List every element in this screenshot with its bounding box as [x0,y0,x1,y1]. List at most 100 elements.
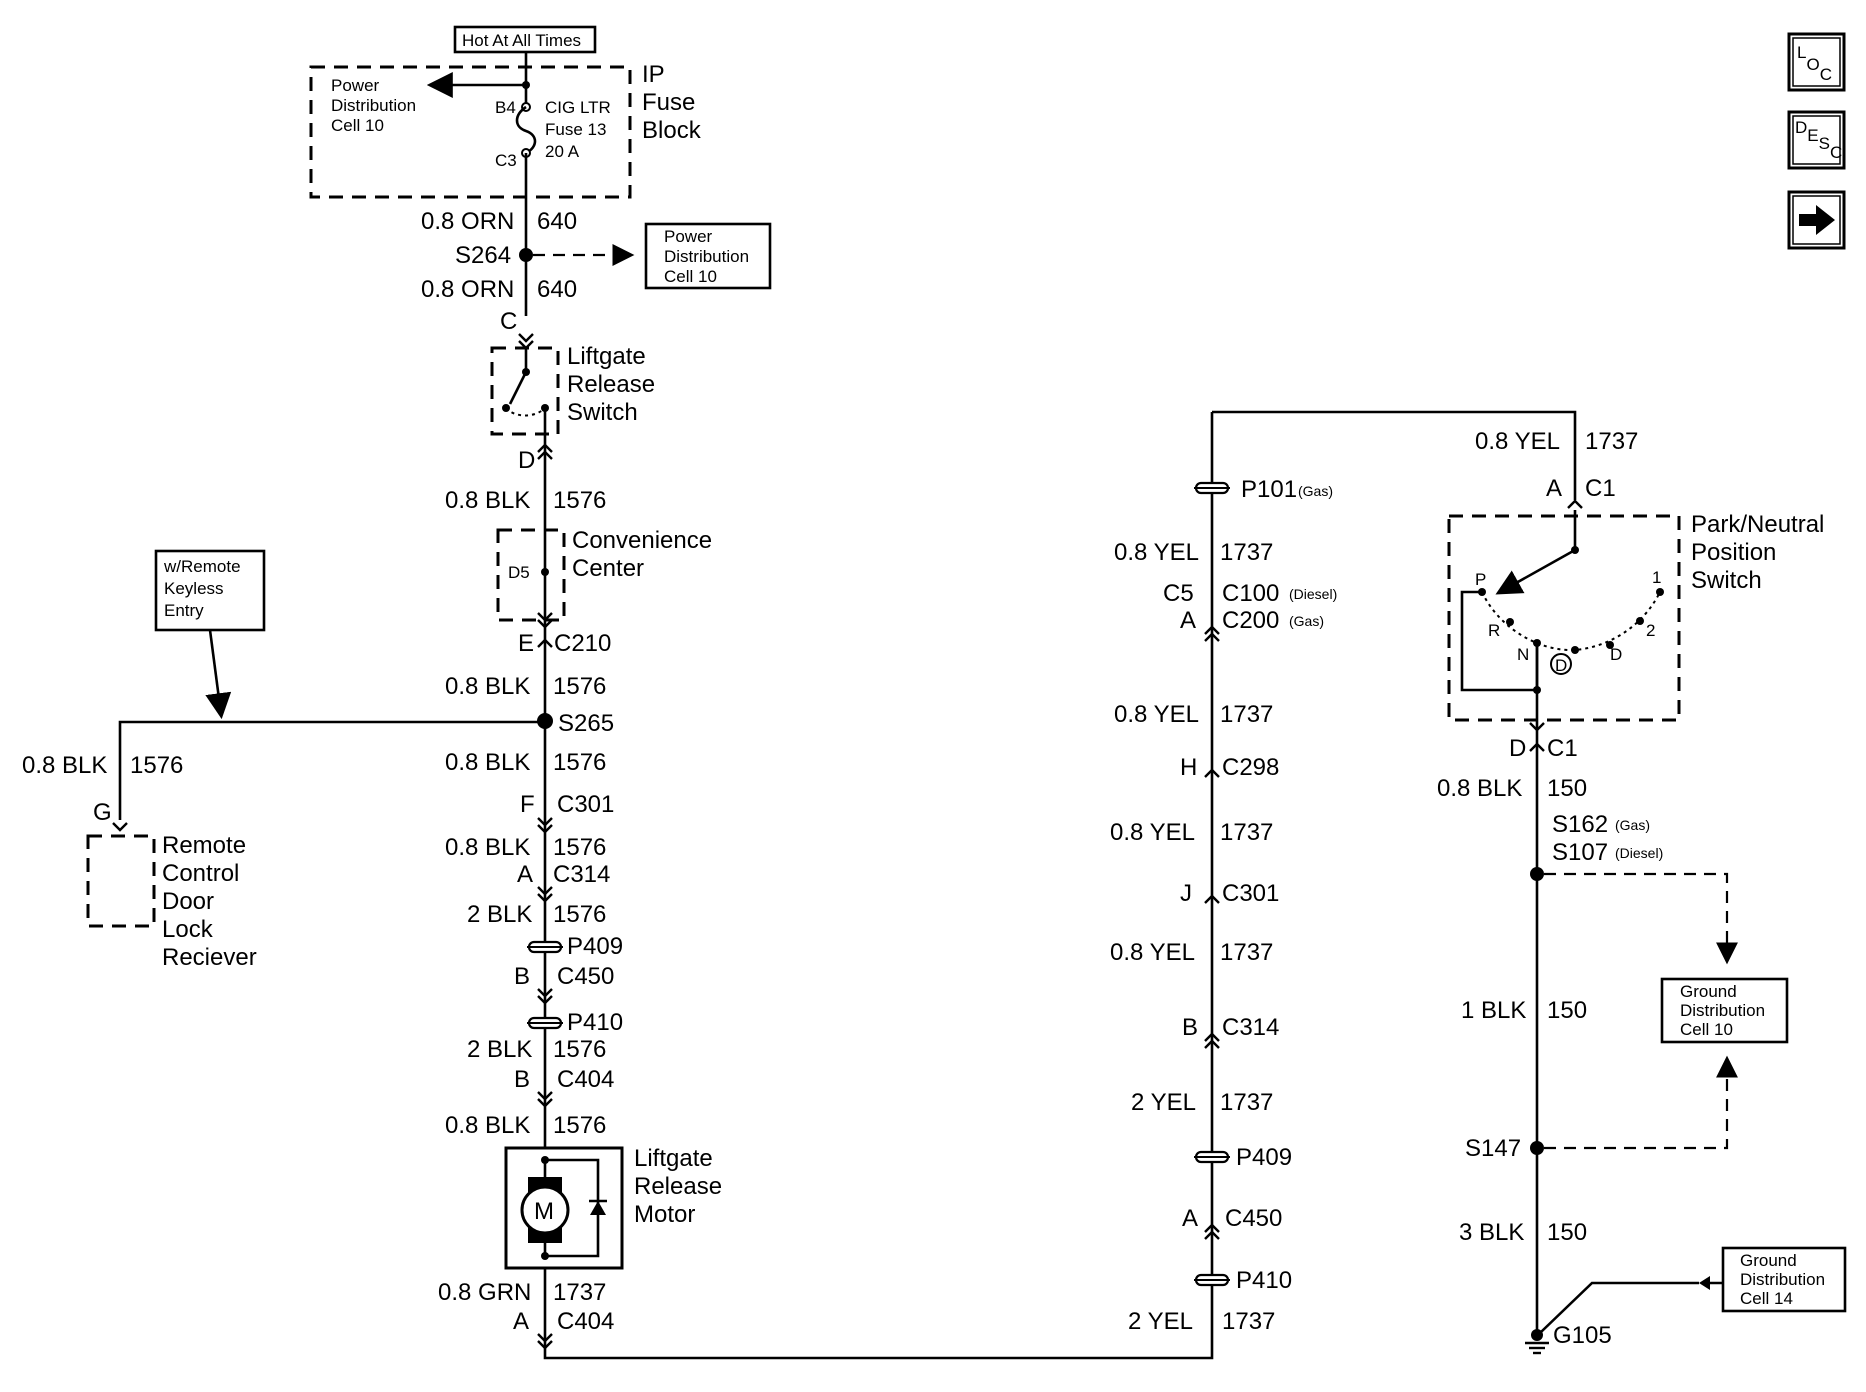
remote-receiver-outline [86,834,156,928]
wire-gauge: 0.8 YEL [1110,819,1195,846]
switch-selector [1495,548,1576,595]
pos-p: P [1475,570,1486,589]
fuse-name: CIG LTR [545,98,611,117]
receiver-label-4: Lock [162,916,214,943]
keyless-branch-wire [118,720,545,820]
connector-c450: C450 [1225,1205,1282,1232]
park-neutral-switch-outline [1447,514,1681,722]
gd-cell14-link [1540,1281,1699,1333]
pd-cell10-box [644,222,772,290]
wire-gauge: 0.8 BLK [445,673,530,700]
wire-gauge: 2 BLK [467,1036,532,1063]
loc-button[interactable]: LOC [1787,32,1846,92]
p101-label: P101 [1241,476,1297,503]
connector-d: D [1509,735,1526,762]
gd-cell14-label-1: Ground [1740,1251,1797,1270]
connector-c210: C210 [554,630,611,657]
wire-circuit: 1737 [1220,1089,1273,1116]
wire-gauge: 0.8 BLK [22,752,107,779]
wire-gauge: 2 BLK [467,901,532,928]
motor-label-3: Motor [634,1201,695,1228]
connector-b: B [1182,1014,1198,1041]
pd-cell10-label-3: Cell 10 [331,116,384,135]
receiver-label-5: Reciever [162,944,257,971]
c200-note: (Gas) [1289,613,1324,629]
liftgate-switch-label-3: Switch [567,399,638,426]
connector-e: E [518,630,534,657]
splice-s162: S162 [1552,811,1608,838]
wire-circuit: 1576 [553,834,606,861]
p410-label: P410 [1236,1267,1292,1294]
keyless-note-1: w/Remote [163,557,241,576]
pn-switch-label-2: Position [1691,539,1776,566]
connector-c314: C314 [1222,1014,1279,1041]
pd-cell10-label-2: Distribution [331,96,416,115]
gd-link-top [1544,872,1738,965]
connector-a: A [517,861,533,888]
pd-cell10b-label-1: Power [664,227,713,246]
top-cross-wire [1212,410,1577,500]
convenience-center-outline [496,528,566,622]
s162-note: (Gas) [1615,817,1650,833]
wire-gauge: 3 BLK [1459,1219,1524,1246]
hot-label: Hot At All Times [462,31,581,50]
c100-note: (Diesel) [1289,586,1337,602]
wire-circuit: 1576 [553,487,606,514]
p101-note: (Gas) [1298,483,1333,499]
connector-c298: C298 [1222,754,1279,781]
connector-b: B [514,963,530,990]
gd-link-bottom [1544,1055,1738,1150]
wire-circuit: 1737 [1220,701,1273,728]
loc-label: LOC [1797,43,1832,84]
wire-circuit: 640 [537,276,577,303]
wire-gauge: 0.8 BLK [445,749,530,776]
wire-circuit: 1576 [130,752,183,779]
fuse-node-top [522,81,530,89]
receiver-label-3: Door [162,888,214,915]
p101-connector [1192,481,1232,495]
motor-label-1: Liftgate [634,1145,713,1172]
p409-label: P409 [1236,1144,1292,1171]
wire-gauge: 0.8 YEL [1114,539,1199,566]
splice-s264-node [519,248,533,262]
s107-note: (Diesel) [1615,845,1663,861]
wire-circuit: 1576 [553,1036,606,1063]
wire-gauge: 2 YEL [1128,1308,1193,1335]
wire-gauge: 1 BLK [1461,997,1526,1024]
pos-2: 2 [1646,621,1655,640]
gd-cell14-label-2: Distribution [1740,1270,1825,1289]
p409-label: P409 [567,933,623,960]
next-button[interactable] [1787,190,1846,250]
connector-a: A [513,1308,529,1335]
fuse-icon [515,105,537,155]
wire-circuit: 150 [1547,775,1587,802]
pos-1: 1 [1652,568,1661,587]
wire-gauge: 0.8 YEL [1110,939,1195,966]
p410-connector [1192,1273,1232,1287]
splice-s147: S147 [1465,1135,1521,1162]
receiver-label-1: Remote [162,832,246,859]
ground-icon [1525,1341,1549,1355]
wire-circuit: 1737 [1222,1308,1275,1335]
connector-c100: C100 [1222,580,1279,607]
wire-gauge: 0.8 BLK [445,487,530,514]
connector-g: G [93,799,112,826]
right-arrow-icon [1799,205,1835,235]
convenience-center-label-2: Center [572,555,644,582]
wire-circuit: 640 [537,208,577,235]
p410-connector [525,1016,565,1030]
ip-fuse-block-label-3: Block [642,117,702,144]
ground-g105: G105 [1553,1322,1612,1349]
desc-button[interactable]: DESC [1787,110,1846,170]
connector-d: D [518,447,535,474]
wire-circuit: 150 [1547,997,1587,1024]
desc-label: DESC [1795,118,1842,162]
wire-circuit: 1576 [553,1112,606,1139]
fuse-rating: 20 A [545,142,580,161]
pos-r: R [1488,621,1500,640]
connector-f: F [520,791,535,818]
wire-circuit: 150 [1547,1219,1587,1246]
connector-c301: C301 [557,791,614,818]
motor-label-2: Release [634,1173,722,1200]
splice-s264: S264 [455,242,511,269]
